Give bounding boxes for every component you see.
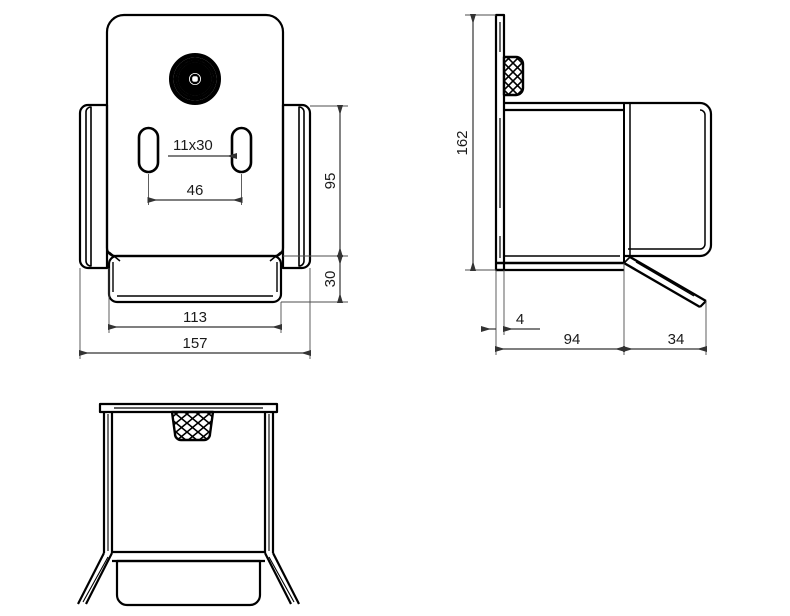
front-corner-tick-left [108,251,121,262]
dimension-plate-thickness: 4 [481,270,540,335]
dimension-slot-size-label: 11x30 [173,137,213,154]
side-knurled-boss [502,55,525,97]
dimension-plate-thickness-label: 4 [516,311,524,328]
dimension-upper-height-label: 95 [322,173,339,190]
dimension-slot-spacing-label: 46 [187,182,204,199]
bottom-right-foot-outer [272,552,300,605]
bottom-knurled-boss [170,410,215,442]
front-view [78,13,312,304]
center-mounting-hole [169,53,221,105]
front-right-flange-inner [298,106,305,267]
front-corner-tick-right [269,251,282,262]
side-angled-leg-tip [699,300,707,308]
bottom-right-foot-inner [264,552,292,605]
dimension-inner-width: 113 [108,268,282,333]
bottom-left-foot-centerline [82,556,109,603]
dimension-leg-projection-label: 34 [668,331,685,348]
slotted-hole-left [137,126,160,174]
dimension-outer-width: 157 [79,268,311,359]
dimension-leg-projection: 34 [623,301,707,355]
bottom-view [77,402,300,607]
side-angled-leg-outer [623,261,701,309]
dimension-slot-size: 11x30 [168,137,237,159]
slotted-hole-right [230,126,253,174]
front-lower-tray [107,254,283,304]
dimension-body-depth: 94 [495,263,625,355]
bottom-left-foot-inner [85,552,113,605]
front-left-flange-inner [85,106,92,267]
dimension-total-height-label: 162 [454,130,471,155]
front-left-flange [78,103,109,270]
dimension-lower-height-label: 30 [322,271,339,288]
dimension-total-height: 162 [454,14,496,271]
side-shelf-outline [504,101,713,258]
bottom-tray-panel [115,559,262,607]
side-angled-leg-centerline [635,261,695,297]
dimension-body-depth-label: 94 [564,331,581,348]
dimension-inner-width-label: 113 [183,309,207,326]
front-right-flange [281,103,312,270]
side-view [494,13,713,309]
side-leg-joint [623,256,631,264]
bottom-right-foot-centerline [268,556,295,603]
bottom-left-foot-outer [77,552,105,605]
side-shelf-inner [628,109,706,250]
dimension-lower-height: 30 [281,255,348,303]
dimension-slot-spacing: 46 [147,174,243,205]
side-angled-leg-inner [629,255,707,303]
dimension-outer-width-label: 157 [182,335,207,352]
